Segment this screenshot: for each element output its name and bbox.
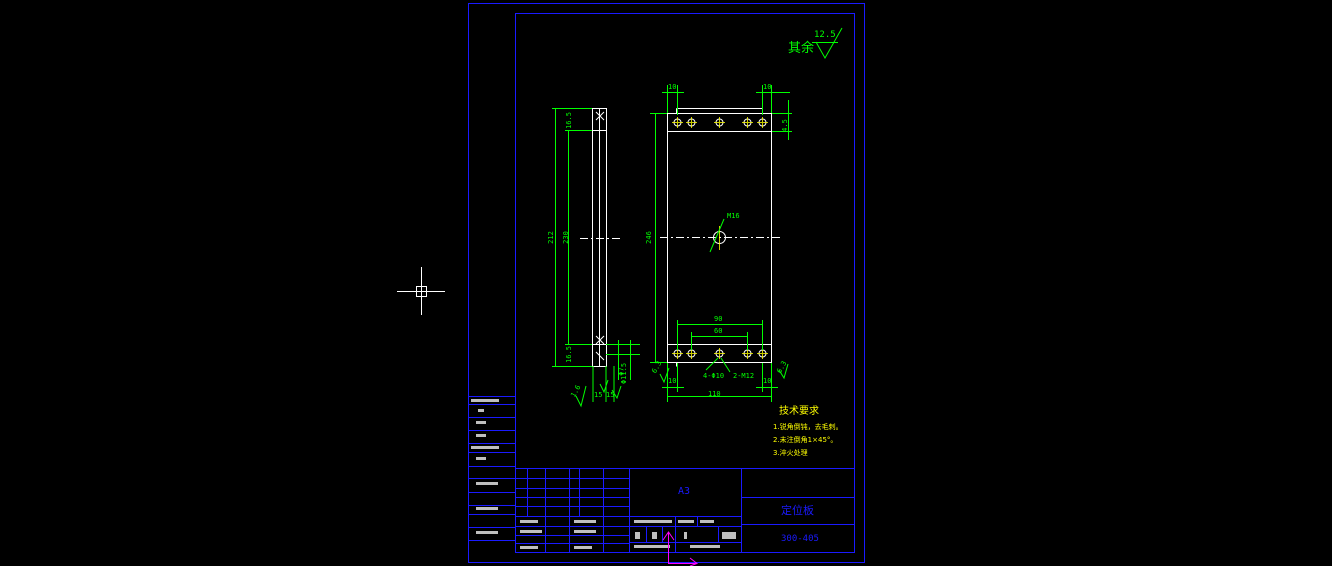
dim-side-c: 15 [594, 391, 603, 399]
dim-side-total: 212 [546, 231, 555, 244]
dim-bottom-right-10: 10 [763, 377, 772, 385]
dim-bottom-width: 110 [708, 390, 721, 398]
dim-front-height: 246 [644, 231, 653, 244]
tech-item-1: 1.锐角倒钝，去毛刺。 [773, 423, 843, 431]
dim-holes-right: 2-M12 [733, 372, 755, 380]
ucs-icon [662, 531, 699, 566]
title-block [515, 468, 855, 553]
dim-bottom-60: 60 [714, 327, 723, 335]
side-view [580, 108, 620, 367]
sheet-size-label: A3 [678, 486, 691, 497]
dim-side-d: 15 [606, 391, 615, 399]
dim-top-right: 10 [763, 83, 772, 91]
dim-side-top: 16.5 [564, 112, 573, 129]
dim-side-inner: 230 [561, 231, 570, 244]
tech-item-3: 3.淬火处理 [773, 449, 808, 457]
roughness-value: 12.5 [814, 30, 836, 40]
side-view-dimensions [552, 108, 640, 408]
roughness-prefix: 其余 [788, 41, 815, 56]
tech-requirements-title: 技术要求 [779, 406, 819, 417]
dim-top-right-side: 4.5 [780, 119, 789, 132]
part-name: 定位板 [781, 504, 814, 517]
part-number: 300-405 [781, 534, 819, 544]
roughness-symbol [812, 27, 843, 60]
dim-side-b: Φ7 [617, 367, 626, 376]
dim-hole: M16 [727, 212, 740, 220]
dim-top-left: 10 [668, 83, 677, 91]
side-binding-cells [471, 399, 499, 534]
front-view-dimensions [650, 85, 792, 402]
side-binding-table [468, 396, 516, 541]
dim-holes-left: 4-Φ10 [703, 372, 725, 380]
crosshair-cursor-icon[interactable] [397, 267, 445, 315]
dim-side-bottom: 16.5 [564, 346, 573, 363]
dim-bottom-90: 90 [714, 315, 723, 323]
front-view-centerlines [672, 117, 768, 359]
dim-bottom-left-10: 10 [668, 377, 677, 385]
title-block-cells [520, 520, 736, 549]
tech-item-2: 2.未注倒角1×45°。 [773, 436, 838, 444]
